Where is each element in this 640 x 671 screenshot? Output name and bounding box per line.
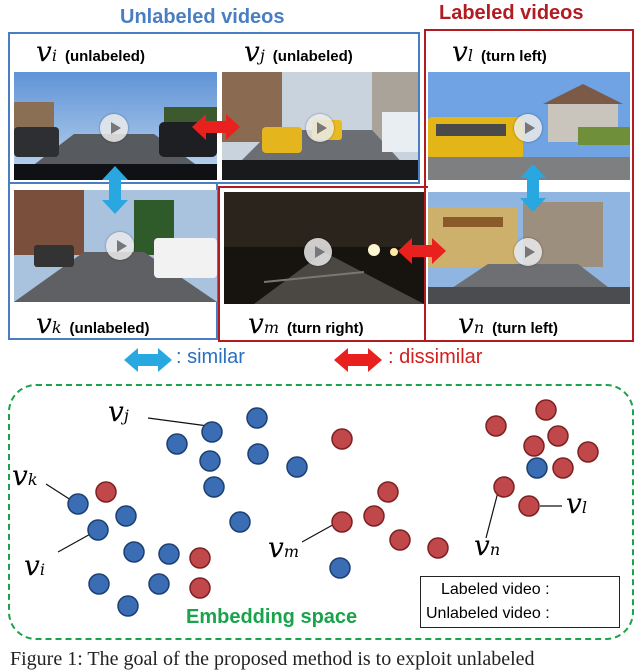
video-frame-n[interactable] (428, 192, 630, 304)
unlabeled-videos-title: Unlabeled videos (120, 6, 285, 28)
point (199, 450, 221, 472)
unlabeled-videos-box (8, 32, 420, 184)
callout-line-n (485, 491, 499, 539)
embedding-space-title: Embedding space (186, 606, 358, 628)
callout-line-j (147, 417, 209, 427)
embedding-space-box (8, 384, 634, 640)
legend-labeled-text: Labeled video : (441, 581, 550, 598)
play-icon[interactable] (514, 238, 542, 266)
point (286, 456, 308, 478)
point (526, 457, 548, 479)
similar-legend-text: : similar (176, 346, 245, 368)
point (117, 595, 139, 617)
point (201, 421, 223, 443)
point-legend-box (420, 576, 620, 628)
red-points (95, 399, 612, 601)
point (577, 441, 599, 463)
dissimilar-arrow-icon (334, 348, 382, 372)
dissimilar-legend-text: : dissimilar (388, 346, 483, 368)
point (247, 443, 269, 465)
play-icon[interactable] (306, 114, 334, 142)
point (229, 511, 251, 533)
point (552, 457, 574, 479)
play-icon[interactable] (106, 232, 134, 260)
similar-arrow-l-n (520, 164, 546, 212)
point (535, 399, 557, 421)
figure-caption: Figure 1: The goal of the proposed metho… (10, 648, 535, 670)
point (518, 495, 540, 517)
point (493, 476, 515, 498)
video-frame-m[interactable] (224, 192, 424, 304)
point (389, 529, 411, 551)
labeled-videos-title: Labeled videos (439, 2, 584, 24)
point (87, 519, 109, 541)
video-frame-l[interactable] (428, 72, 630, 180)
legend-unlabeled-text: Unlabeled video : (426, 605, 550, 622)
unlabeled-video-k-box (8, 182, 218, 340)
point (189, 577, 211, 599)
point (203, 476, 225, 498)
blue-points (67, 407, 612, 625)
point (88, 573, 110, 595)
point (148, 573, 170, 595)
point (166, 433, 188, 455)
labeled-video-m-box (218, 186, 428, 342)
point (123, 541, 145, 563)
point (189, 547, 211, 569)
play-icon[interactable] (304, 238, 332, 266)
point (95, 481, 117, 503)
play-icon[interactable] (100, 114, 128, 142)
dissimilar-arrow-m-n (398, 238, 446, 264)
point (377, 481, 399, 503)
dissimilar-arrow-i-j (192, 114, 240, 140)
point (547, 425, 569, 447)
labeled-videos-box (424, 29, 634, 342)
point (329, 557, 351, 579)
point (115, 505, 137, 527)
point (363, 505, 385, 527)
callout-line-i (57, 531, 95, 553)
similar-arrow-i-k (102, 166, 128, 214)
video-frame-j[interactable] (222, 72, 418, 180)
point (485, 415, 507, 437)
point (331, 511, 353, 533)
point (158, 543, 180, 565)
point (427, 537, 449, 559)
video-frame-i[interactable] (14, 72, 217, 180)
point (523, 435, 545, 457)
point (246, 407, 268, 429)
play-icon[interactable] (514, 114, 542, 142)
point (67, 493, 89, 515)
similar-arrow-icon (124, 348, 172, 372)
point (331, 428, 353, 450)
